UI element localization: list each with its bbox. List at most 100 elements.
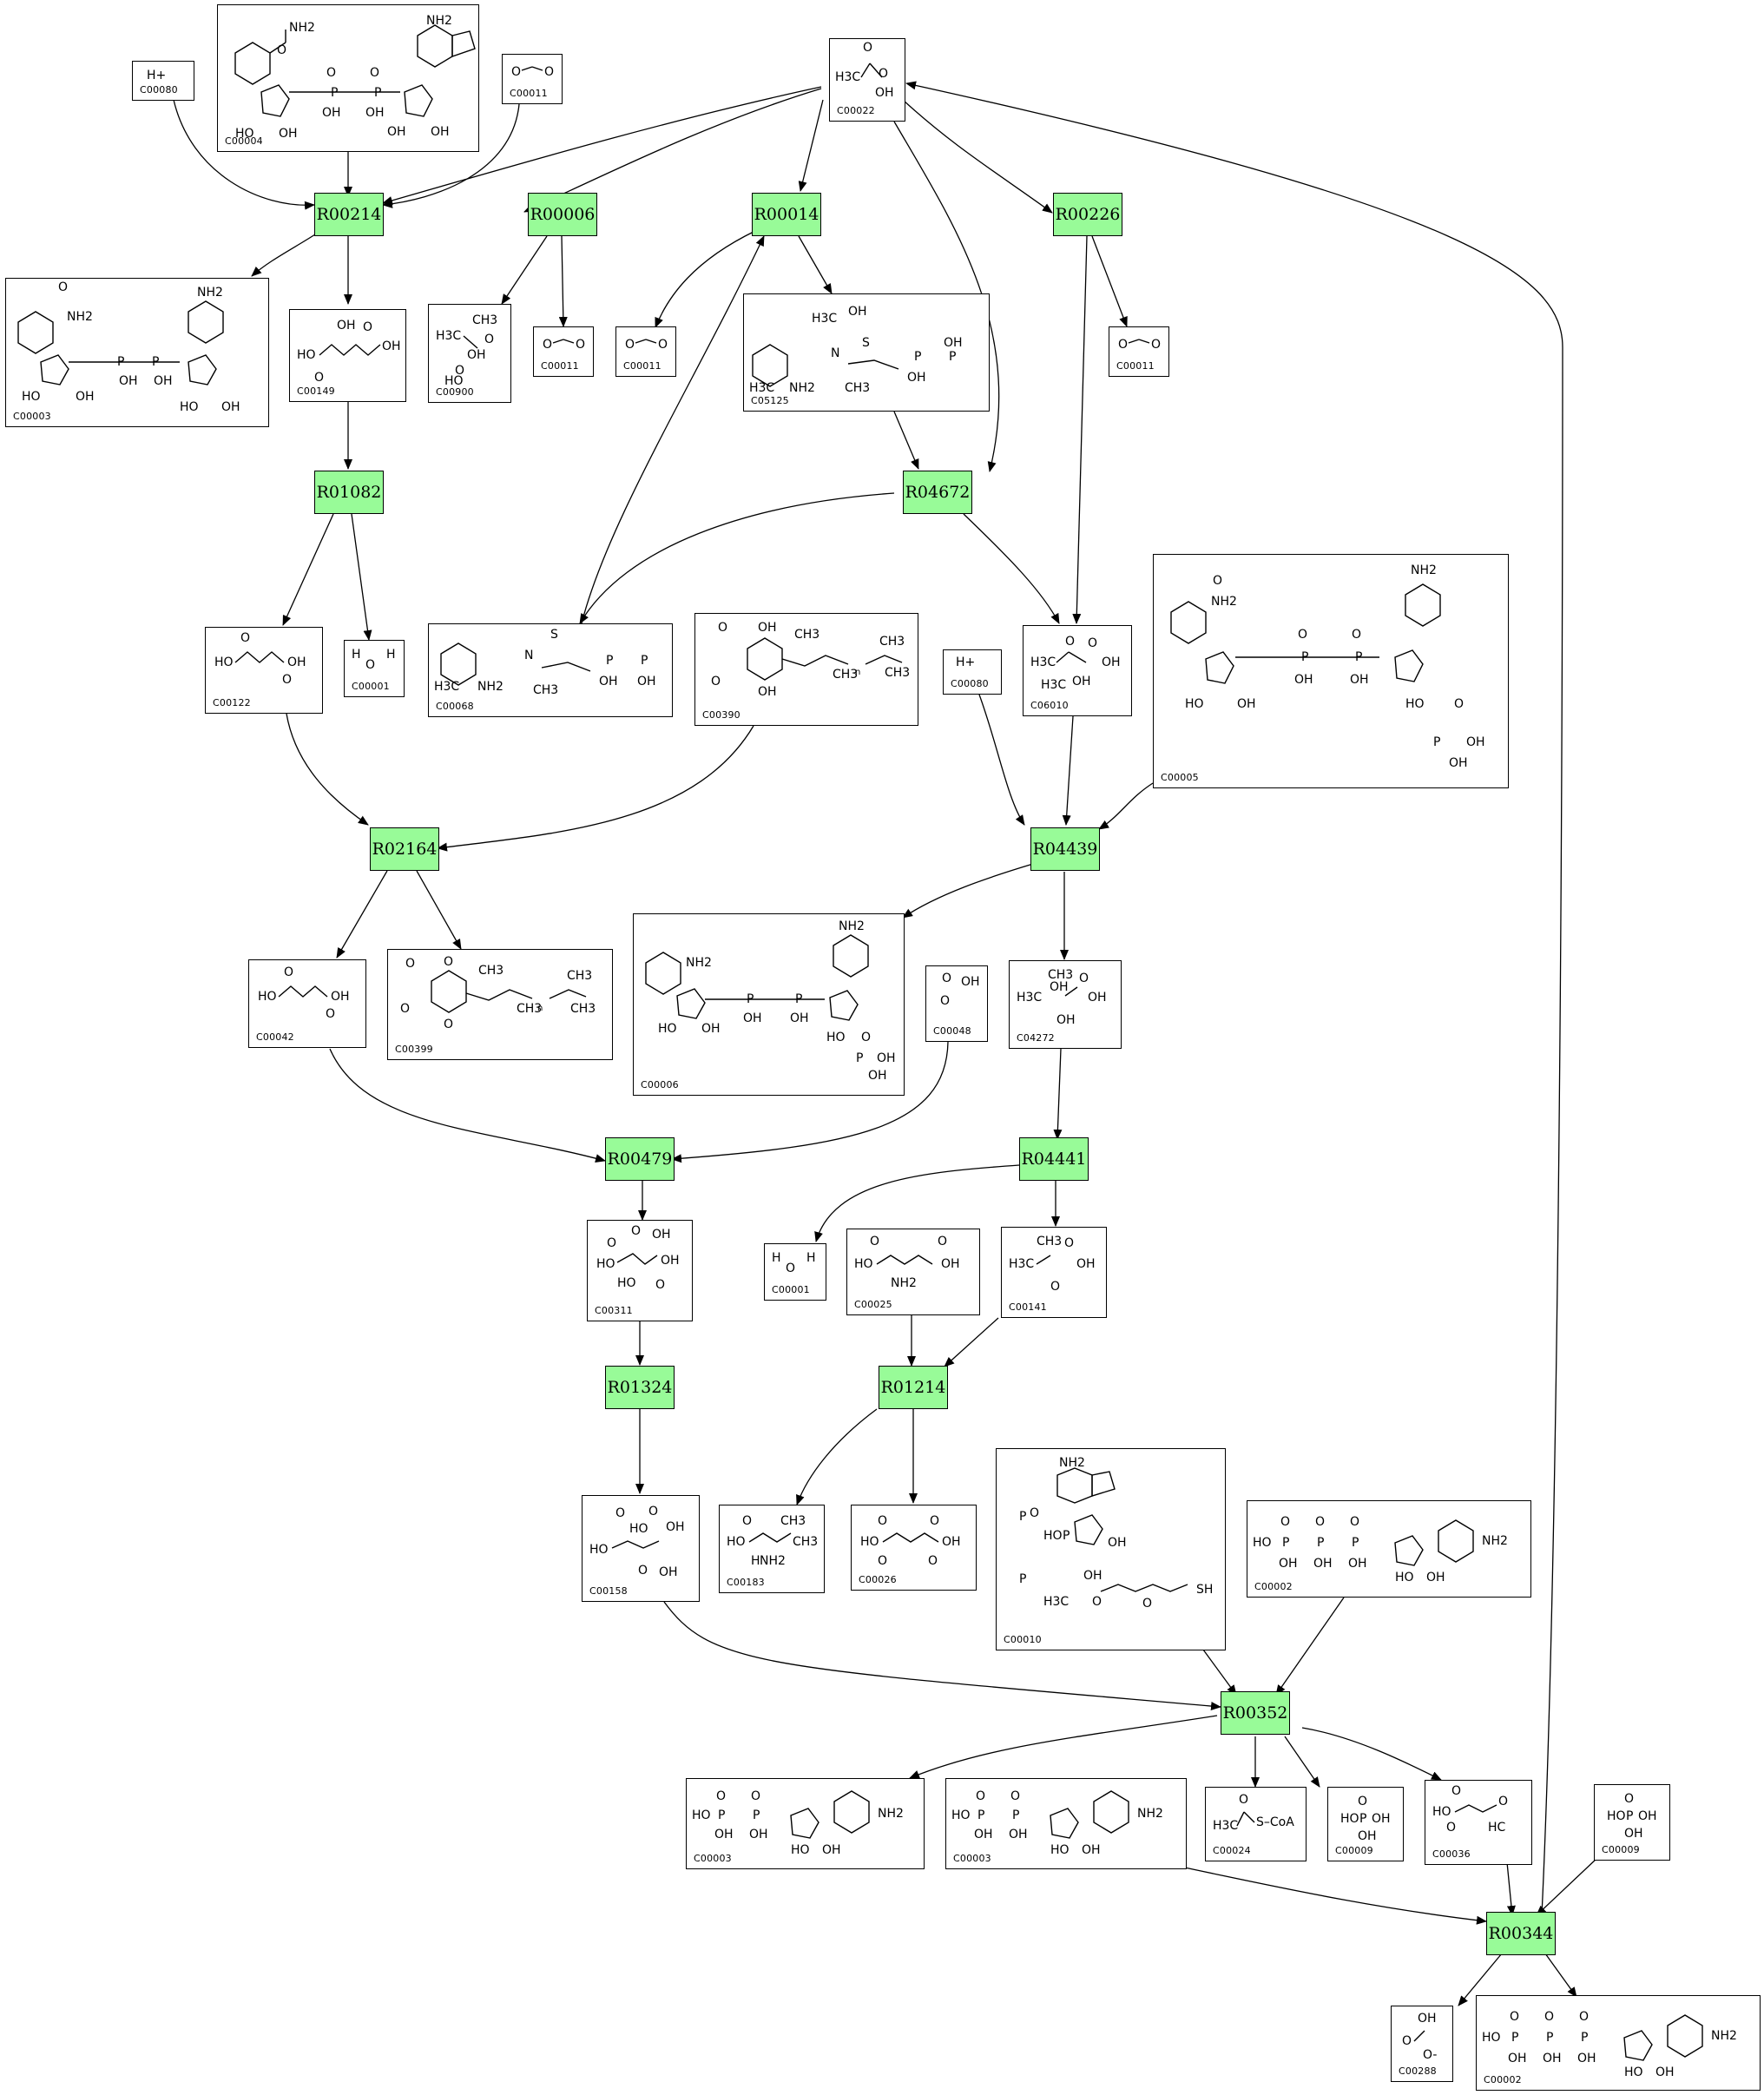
compound-c00080-a[interactable]: H+ C00080 [132, 61, 194, 101]
svg-text:CH3: CH3 [845, 381, 870, 395]
reaction-r00479[interactable]: R00479 [605, 1137, 675, 1181]
svg-text:OH: OH [1082, 1843, 1101, 1857]
compound-c00288[interactable]: OH O O- C00288 [1391, 2006, 1453, 2082]
reaction-r00352[interactable]: R00352 [1221, 1691, 1290, 1735]
reaction-r04672[interactable]: R04672 [903, 471, 972, 514]
reaction-r01214[interactable]: R01214 [879, 1366, 948, 1409]
reaction-r00014[interactable]: R00014 [752, 193, 821, 236]
svg-text:P: P [795, 992, 802, 1006]
svg-text:O: O [930, 1514, 939, 1528]
svg-text:OH: OH [1279, 1557, 1298, 1571]
svg-text:OH: OH [942, 1535, 961, 1549]
svg-text:NH2: NH2 [1482, 1534, 1508, 1548]
svg-text:O: O [1142, 1597, 1152, 1611]
svg-text:O: O [1010, 1789, 1020, 1803]
compound-c00024[interactable]: O H3C S–CoA C00024 [1205, 1787, 1307, 1861]
reaction-r01324[interactable]: R01324 [605, 1366, 675, 1409]
reaction-r01082[interactable]: R01082 [314, 471, 384, 514]
svg-text:O: O [1092, 1595, 1102, 1609]
svg-text:OH: OH [279, 127, 298, 141]
svg-text:O: O [511, 65, 521, 79]
compound-c00022[interactable]: H3C O O OH C00022 [829, 38, 905, 122]
svg-text:O: O [1030, 1506, 1039, 1520]
svg-text:OH: OH [790, 1011, 809, 1025]
svg-text:O: O [1451, 1784, 1461, 1798]
svg-text:O: O [861, 1031, 871, 1044]
svg-text:O: O [1446, 1821, 1456, 1835]
svg-text:CH3: CH3 [794, 628, 819, 642]
svg-text:OH: OH [467, 348, 486, 362]
svg-text:CH3: CH3 [780, 1514, 806, 1528]
reaction-r04439[interactable]: R04439 [1030, 827, 1100, 871]
svg-text:O: O [284, 965, 293, 979]
svg-text:HO: HO [1043, 1529, 1063, 1543]
reaction-r04441[interactable]: R04441 [1019, 1137, 1089, 1181]
compound-c00141[interactable]: CH3 H3C O OH O C00141 [1001, 1227, 1107, 1318]
svg-text:OH: OH [666, 1520, 685, 1534]
svg-text:OH: OH [868, 1069, 887, 1083]
reaction-r00344[interactable]: R00344 [1486, 1912, 1556, 1955]
svg-text:S: S [862, 336, 870, 350]
svg-text:OH: OH [661, 1254, 680, 1268]
svg-text:H3C: H3C [1030, 656, 1056, 669]
reaction-r00006[interactable]: R00006 [528, 193, 597, 236]
svg-text:O: O [1151, 338, 1161, 352]
reaction-r00214[interactable]: R00214 [314, 193, 384, 236]
svg-text:O: O [942, 972, 951, 985]
svg-text:OH: OH [907, 371, 926, 385]
svg-text:OH: OH [701, 1022, 721, 1036]
reaction-r02164[interactable]: R02164 [370, 827, 439, 871]
svg-text:O: O [631, 1224, 641, 1238]
reaction-r00226[interactable]: R00226 [1053, 193, 1122, 236]
svg-text:OH: OH [1313, 1557, 1333, 1571]
svg-text:HO: HO [1050, 1843, 1070, 1857]
svg-text:H3C: H3C [436, 329, 461, 343]
svg-text:HO: HO [727, 1535, 746, 1549]
svg-text:O: O [742, 1514, 752, 1528]
svg-text:OH: OH [1088, 991, 1107, 1005]
svg-text:HO: HO [1607, 1809, 1626, 1823]
compound-c00080-b[interactable]: H+ C00080 [943, 649, 1002, 695]
acetyl-coa-structure: O H3C S–CoA [1213, 1793, 1294, 1833]
svg-text:O: O [405, 957, 415, 971]
svg-text:HO: HO [854, 1257, 873, 1271]
svg-text:O: O [363, 320, 372, 334]
